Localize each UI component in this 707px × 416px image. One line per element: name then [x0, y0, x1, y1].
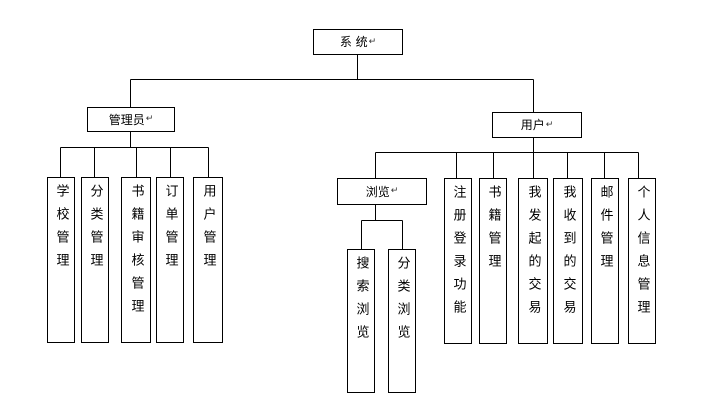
node-register-login: 注册登录功能 — [444, 178, 472, 344]
node-admin-label: 管理员 — [108, 112, 145, 127]
node-label: 我发起的交易 — [525, 185, 541, 323]
paragraph-mark-icon: ↵ — [390, 186, 399, 196]
node-label: 学校管理 — [53, 184, 69, 276]
node-label: 注册登录功能 — [450, 185, 466, 323]
paragraph-mark-icon: ↵ — [545, 119, 554, 130]
paragraph-mark-icon: ↵ — [368, 36, 377, 47]
node-admin: 管理员↵ — [87, 107, 175, 132]
node-user-management: 用户管理 — [193, 177, 223, 343]
node-label: 邮件管理 — [597, 185, 613, 277]
node-user-label: 用户 — [520, 118, 545, 132]
node-mail-management: 邮件管理 — [591, 178, 619, 344]
node-label: 书籍审核管理 — [128, 184, 144, 322]
node-browse-label: 浏览 — [365, 184, 390, 199]
node-school-management: 学校管理 — [47, 177, 75, 343]
node-label: 个人信息管理 — [634, 185, 650, 323]
root-node-system: 系 统↵ — [313, 29, 403, 55]
node-category-management: 分类管理 — [81, 177, 109, 343]
node-browse: 浏览↵ — [337, 178, 427, 205]
node-personal-info-management: 个人信息管理 — [628, 178, 656, 344]
node-order-management: 订单管理 — [156, 177, 184, 343]
root-node-label: 系 统 — [339, 35, 368, 49]
node-label: 分类浏览 — [394, 256, 410, 348]
node-label: 分类管理 — [87, 184, 103, 276]
node-label: 订单管理 — [162, 184, 178, 276]
node-initiated-trades: 我发起的交易 — [518, 178, 548, 344]
node-label: 我收到的交易 — [560, 185, 576, 323]
node-book-review-management: 书籍审核管理 — [121, 177, 151, 343]
node-label: 书籍管理 — [485, 185, 501, 277]
node-user: 用户↵ — [492, 112, 582, 138]
node-category-browse: 分类浏览 — [388, 249, 416, 393]
node-search-browse: 搜索浏览 — [347, 249, 375, 393]
paragraph-mark-icon: ↵ — [145, 114, 154, 124]
node-label: 搜索浏览 — [353, 256, 369, 348]
node-received-trades: 我收到的交易 — [553, 178, 583, 344]
node-label: 用户管理 — [200, 184, 216, 276]
node-book-management: 书籍管理 — [479, 178, 507, 344]
